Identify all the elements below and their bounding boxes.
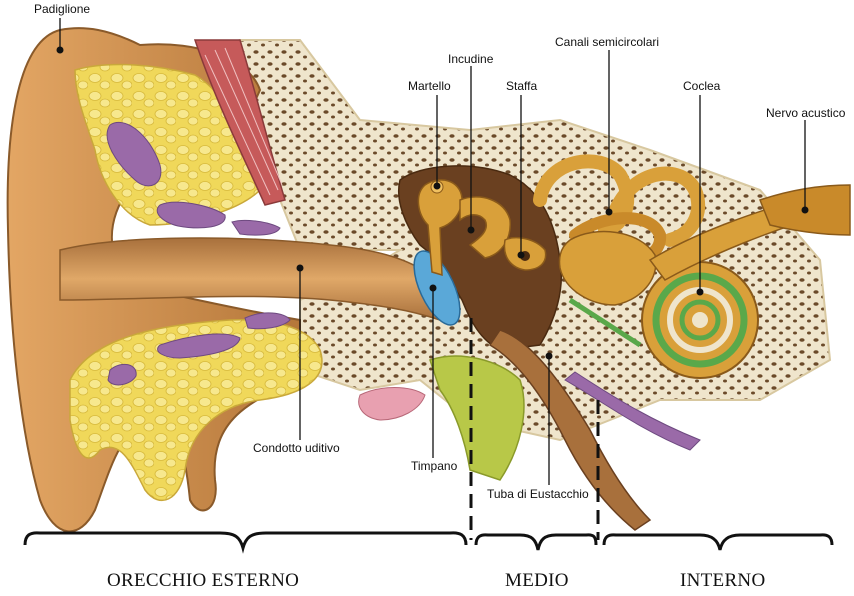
label-tuba-di-eustacchio: Tuba di Eustacchio: [487, 487, 589, 501]
label-martello: Martello: [408, 79, 451, 93]
label-nervo-acustico: Nervo acustico: [766, 106, 846, 120]
malleus: [417, 179, 463, 277]
semicircular-canal-posterior: [603, 166, 706, 247]
incus: [459, 196, 511, 259]
label-canali-semicircolari: Canali semicircolari: [555, 35, 659, 49]
section-medio: MEDIO: [505, 570, 569, 591]
leader-lines: [59, 18, 806, 485]
cartilage-upper-2: [156, 201, 226, 229]
cochlear-duct-green: [568, 297, 642, 348]
eustachian-tube-muscle: [564, 371, 701, 451]
brace-medio: [474, 533, 598, 551]
label-padiglione: Padiglione: [34, 2, 90, 16]
brace-esterno: [23, 531, 468, 554]
muscle-fiber: [224, 47, 283, 186]
cartilage-lower-3: [107, 363, 137, 386]
brace-interno: [602, 533, 834, 551]
tympanic-membrane: [413, 250, 461, 326]
cartilage-lower-1: [157, 333, 241, 359]
label-timpano: Timpano: [411, 459, 458, 473]
pharynx-tissue: [429, 355, 525, 481]
cartilage-upper-3: [231, 219, 281, 236]
muscle-fiber: [204, 54, 271, 196]
section-orecchio-esterno: ORECCHIO ESTERNO: [107, 570, 299, 591]
label-condotto-uditivo: Condotto uditivo: [253, 441, 340, 455]
cartilage-upper-1: [106, 121, 162, 187]
muscle-fiber: [214, 49, 279, 191]
label-coclea: Coclea: [683, 79, 721, 93]
section-interno: INTERNO: [680, 570, 765, 591]
lower-fat-tissue: [69, 319, 323, 502]
label-staffa: Staffa: [506, 79, 537, 93]
upper-fat-tissue: [74, 63, 261, 226]
eustachian-tube-channel: [488, 329, 652, 531]
pink-tissue: [358, 387, 426, 421]
cartilage-lower-2: [244, 312, 291, 330]
vestibule: [558, 230, 657, 306]
label-incudine: Incudine: [448, 52, 494, 66]
leader-dots: [56, 46, 809, 360]
